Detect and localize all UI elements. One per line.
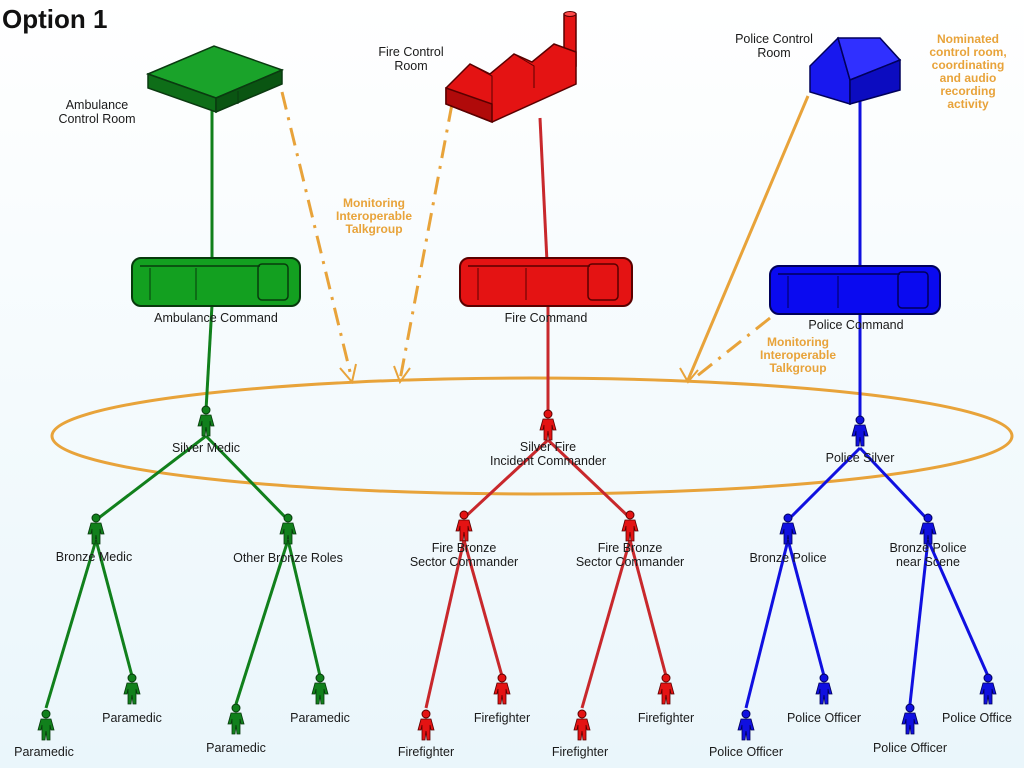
police-person-icon [851,415,869,447]
ambulance-person-icon [197,405,215,437]
police-command-label: Police Command [808,318,904,332]
police-officer-label: Police Office [942,711,1012,725]
police-person-icon [901,703,919,735]
police-person-icon [779,513,797,545]
paramedic-label: Paramedic [14,745,74,759]
ambulance-command-vehicle-icon [131,257,301,307]
firefighter-label: Firefighter [637,711,695,725]
house-icon [809,36,902,106]
police-person-icon [815,673,833,705]
firefighter-label: Firefighter [551,745,609,759]
ambulance-command-label: Ambulance Command [154,311,278,325]
fire-person-icon [573,709,591,741]
page-title: Option 1 [2,4,108,34]
monitoring-links [280,91,810,385]
firefighter-label: Firefighter [397,745,455,759]
other-bronze-roles-label: Other Bronze Roles [233,551,343,565]
arrow-head-icon [393,365,411,385]
police-command-monitoring-link [691,316,771,382]
fire-person-icon [657,673,675,705]
ambulance-command-to-silver [204,304,214,411]
fire-monitoring-link [398,103,454,381]
paramedic-label: Paramedic [290,711,350,725]
police-officer-label: Police Officer [872,741,948,755]
ambulance-monitoring-link [280,91,354,381]
fire-person-icon [539,409,557,441]
firefighter-label: Firefighter [473,711,531,725]
police-nominated-link [686,95,810,381]
silver-bronze-links [95,434,930,522]
interoperable-talkgroup-ellipse [50,376,1014,496]
ambulance-person-icon [123,673,141,705]
people-figures [37,405,997,741]
arrow-head-icon [679,367,699,384]
silver-medic-label: Silver Medic [171,441,241,455]
police-command-vehicle-icon [769,265,941,315]
fire-person-icon [417,709,435,741]
police-person-icon [737,709,755,741]
police-officer-label: Police Officer [708,745,784,759]
ambulance-person-icon [279,513,297,545]
paramedic-label: Paramedic [206,741,266,755]
police-person-icon [919,513,937,545]
fire-control-link [538,117,549,263]
arrow-head-icon [339,363,357,385]
ambulance-person-icon [227,703,245,735]
paramedic-label: Paramedic [102,711,162,725]
bronze-field-links [44,539,990,709]
police-silver-label: Police Silver [825,451,895,465]
factory-icon [445,11,577,124]
police-officer-label: Police Officer [786,711,862,725]
ambulance-person-icon [311,673,329,705]
building-icon [145,45,285,114]
police-person-icon [979,673,997,705]
bronze-medic-label: Bronze Medic [55,550,133,564]
fire-person-icon [621,510,639,542]
fire-command-label: Fire Command [504,311,588,325]
fire-command-vehicle-icon [459,257,633,307]
fire-person-icon [493,673,511,705]
ambulance-person-icon [37,709,55,741]
ambulance-person-icon [87,513,105,545]
fire-person-icon [455,510,473,542]
bronze-police-label: Bronze Police [749,551,827,565]
